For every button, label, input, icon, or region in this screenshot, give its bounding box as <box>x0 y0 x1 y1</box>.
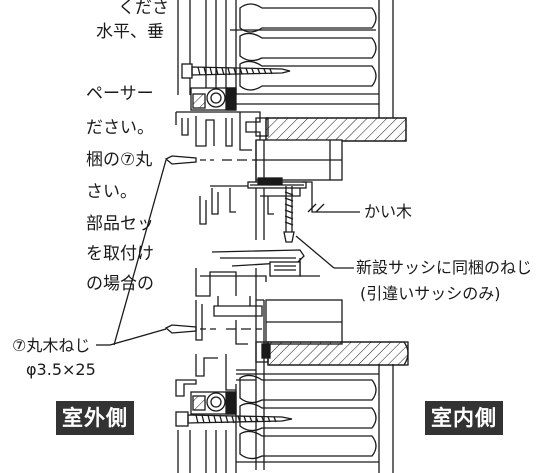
instruction-fragment-7: 部品セッ <box>86 214 154 234</box>
marunoki-screw-upper <box>164 155 256 165</box>
gasket-bottom <box>190 391 237 415</box>
marunoki-screw-lower <box>164 324 262 334</box>
wall-section-bottom <box>177 364 394 473</box>
lower-sash-profile <box>195 249 343 470</box>
marunoki-leader <box>96 159 167 346</box>
screw-note-label: 新設サッシに同梱のねじ <box>356 258 533 277</box>
marunoki-label: ⑦丸木ねじ <box>12 336 91 355</box>
middle-frame <box>199 139 343 240</box>
indoor-side-badge: 室内側 <box>425 401 503 435</box>
bottom-wood-screw <box>175 411 293 427</box>
instruction-fragment-4: ださい。 <box>86 118 154 138</box>
wall-section-top <box>177 0 394 118</box>
kaiki-leader <box>302 181 360 213</box>
instruction-fragment-5: 梱の⑦丸 <box>86 150 153 170</box>
instruction-fragment-2: 水平、垂 <box>96 22 164 42</box>
lower-frame <box>175 354 256 397</box>
kaiki-label: かい木 <box>364 202 413 221</box>
bottom-wood-ledge <box>255 341 409 366</box>
instruction-fragment-6: さい。 <box>86 182 137 202</box>
screw-note-sublabel: (引違いサッシのみ) <box>360 284 501 303</box>
outdoor-side-badge: 室外側 <box>56 401 134 435</box>
top-wood-screw <box>181 63 291 79</box>
instruction-fragment-1: くださ <box>118 0 169 18</box>
instruction-fragment-3: ペーサー <box>86 84 154 104</box>
screw-note-leader <box>295 235 354 269</box>
gasket-top <box>190 87 237 111</box>
center-screw <box>283 186 295 243</box>
instruction-fragment-9: の場合の <box>86 274 154 294</box>
top-wood-ledge <box>255 117 407 142</box>
marunoki-size-label: φ3.5×25 <box>26 360 96 379</box>
upper-frame-profile <box>175 111 261 151</box>
instruction-fragment-8: を取付け <box>86 244 154 264</box>
